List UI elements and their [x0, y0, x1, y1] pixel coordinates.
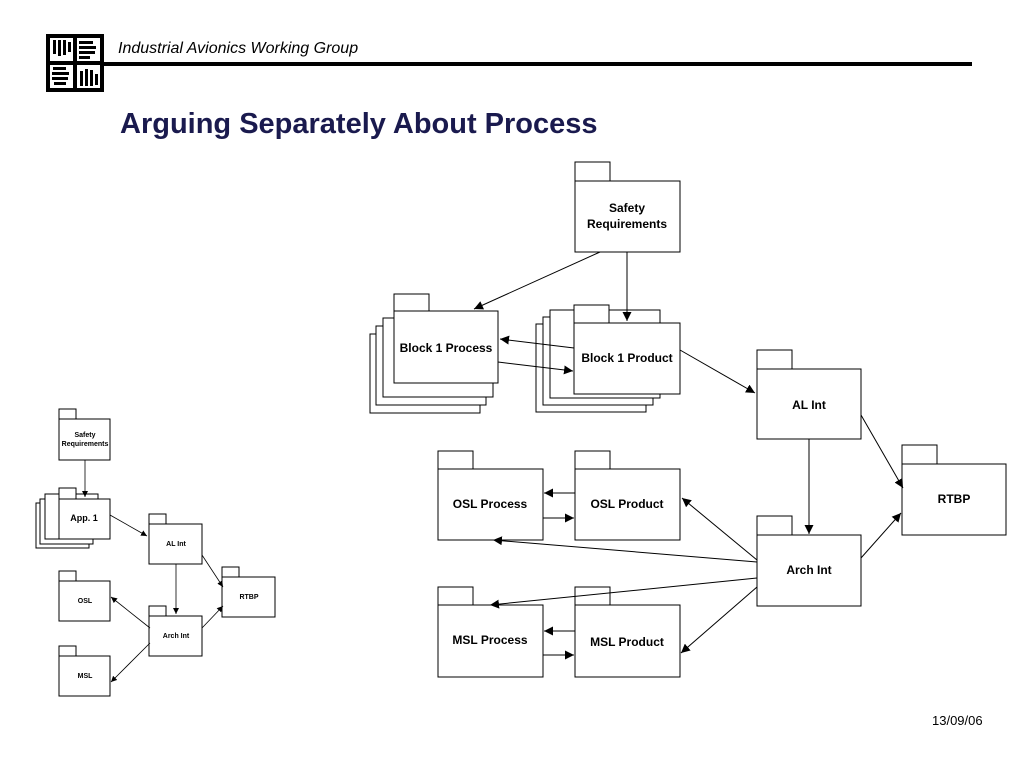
overview-arch-int-package: [148, 605, 203, 657]
msl-product-label: MSL Product: [590, 635, 664, 649]
overview-osl-label: OSL: [78, 598, 93, 605]
overview-msl-package: [58, 645, 111, 697]
overview-arch-int-label: Arch Int: [163, 633, 190, 640]
overview-rtbp-package: [221, 566, 276, 618]
arch-int-label: Arch Int: [786, 563, 831, 577]
edge-arch-int-to-msl-process: [489, 577, 758, 609]
edge-product-to-block1-process: [499, 335, 575, 349]
edge-arch-int-to-osl-process: [492, 536, 758, 563]
block1-process-package: [369, 293, 499, 414]
block1-process-label: Block 1 Process: [400, 341, 493, 355]
msl-process-package: [437, 586, 544, 678]
hands-logo-icon: [46, 34, 104, 92]
overview-app1-package: [35, 487, 111, 549]
block1-product-label: Block 1 Product: [581, 351, 672, 365]
overview-edge-app1-to-al-int: [109, 514, 148, 537]
edge-arch-int-to-osl-product: [681, 497, 758, 561]
rtbp-label: RTBP: [938, 492, 971, 506]
overview-msl-label: MSL: [78, 673, 94, 680]
osl-product-label: OSL Product: [590, 497, 663, 511]
edge-al-int-to-rtbp: [860, 414, 904, 489]
overview-edge-arch-int-to-msl: [110, 642, 151, 683]
overview-safety-package: [58, 408, 111, 461]
edge-block1-product-to-al-int: [679, 349, 756, 394]
header-rule: [104, 62, 972, 66]
arch-int-package: [756, 515, 862, 607]
overview-edge-al-int-to-rtbp: [201, 554, 224, 588]
edge-arch-int-to-msl-product: [680, 586, 758, 654]
edge-arch-int-to-rtbp: [860, 512, 902, 559]
rtbp-package: [901, 444, 1007, 536]
msl-product-package: [574, 586, 681, 678]
osl-process-label: OSL Process: [453, 497, 528, 511]
msl-process-label: MSL Process: [452, 633, 527, 647]
overview-app1-label: App. 1: [70, 513, 98, 523]
al-int-package: [756, 349, 862, 440]
org-name: Industrial Avionics Working Group: [118, 40, 359, 57]
edge-process-to-block1-product: [497, 361, 574, 375]
overview-edge-arch-int-to-rtbp: [201, 605, 224, 629]
slide-title: Arguing Separately About Process: [120, 108, 598, 140]
footer-date: 13/09/06: [932, 713, 983, 728]
overview-al-int-package: [148, 513, 203, 565]
overview-edge-arch-int-to-osl: [110, 596, 151, 629]
al-int-label: AL Int: [792, 398, 826, 412]
block1-product-package: [535, 304, 681, 413]
edge-safety-to-block1-process: [473, 251, 601, 310]
osl-process-package: [437, 450, 544, 541]
overview-al-int-label: AL Int: [166, 541, 186, 548]
overview-rtbp-label: RTBP: [239, 594, 258, 601]
osl-product-package: [574, 450, 681, 541]
overview-osl-package: [58, 570, 111, 622]
safety-requirements-package: [574, 161, 681, 253]
